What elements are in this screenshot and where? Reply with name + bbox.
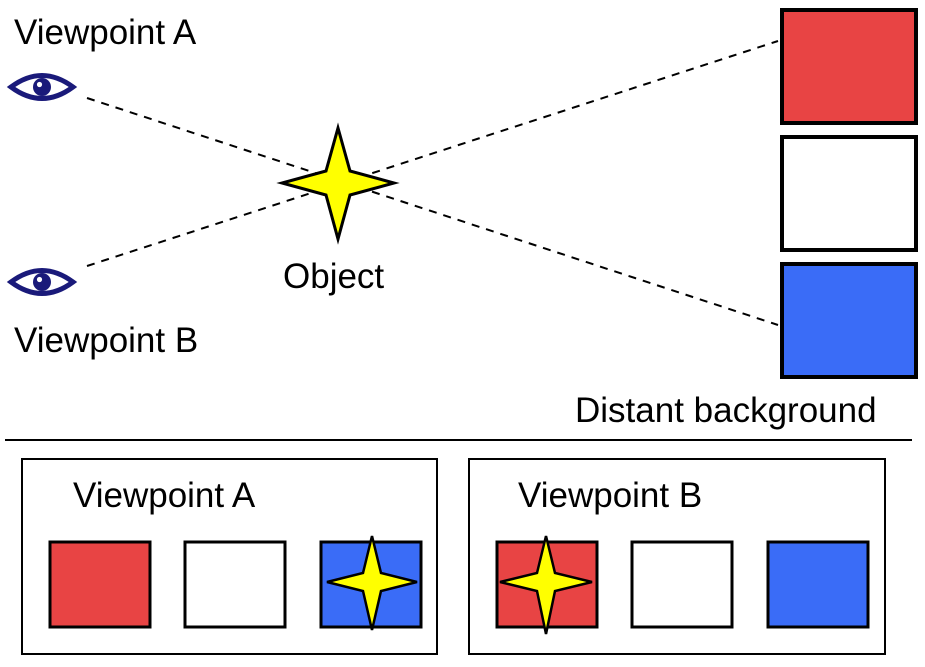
object-label: Object [283, 257, 384, 296]
four-point-star-icon [276, 122, 400, 245]
panel-viewpoint-a [21, 458, 438, 655]
eye-icon [11, 271, 73, 294]
sight-line-b [86, 40, 779, 267]
panel-a-title: Viewpoint A [73, 476, 256, 515]
sight-line-a [86, 97, 779, 326]
background-red-square [780, 8, 918, 125]
panel-b-blue-square [766, 540, 870, 629]
four-point-star-icon [326, 535, 418, 631]
viewpoint-b-label: Viewpoint B [14, 321, 198, 360]
four-point-star-icon [499, 535, 593, 635]
background-blue-square [780, 262, 918, 379]
background-white-square [780, 135, 918, 252]
panel-b-white-square [630, 540, 734, 629]
eye-icon [11, 76, 73, 99]
distant-background-label: Distant background [575, 391, 877, 430]
panel-viewpoint-b [468, 458, 886, 655]
panel-a-red-square [48, 540, 152, 629]
panel-a-white-square [183, 540, 287, 629]
panel-b-title: Viewpoint B [518, 476, 702, 515]
viewpoint-a-label: Viewpoint A [14, 13, 197, 52]
